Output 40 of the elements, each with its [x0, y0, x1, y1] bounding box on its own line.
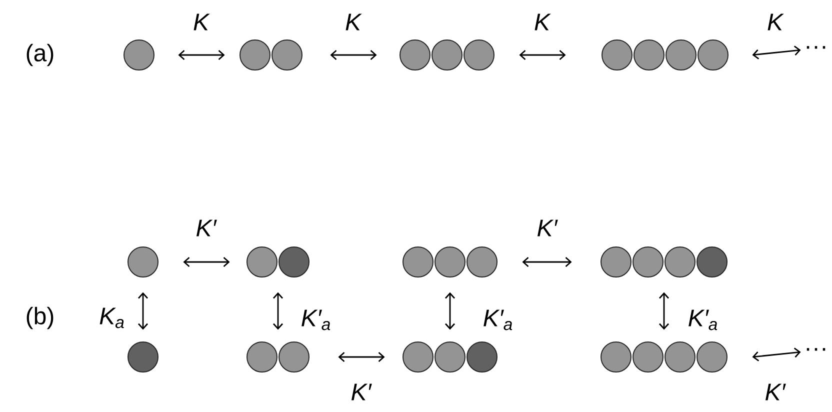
edge-label: K′	[352, 384, 372, 400]
equilibrium-arrow	[338, 352, 385, 362]
edge-label: K′	[196, 220, 217, 236]
edge-label: K′$_{a}$	[688, 310, 718, 330]
edge-label: K$_{a}$	[100, 308, 124, 328]
edge-label: K	[194, 14, 210, 30]
particle-chain	[246, 246, 310, 278]
edge-label: K′$_{a}$	[302, 310, 330, 330]
panel-label: (a)	[26, 44, 54, 66]
particle-chain	[400, 40, 494, 70]
ellipsis: ···	[806, 348, 826, 351]
particle-chain	[128, 246, 158, 278]
equilibrium-arrow	[272, 292, 284, 330]
panel-label: (b)	[26, 306, 54, 330]
particle-chain	[402, 246, 498, 278]
equilibrium-arrow	[522, 256, 572, 268]
equilibrium-arrow	[752, 348, 801, 362]
particle-chain	[402, 342, 498, 372]
edge-label: K′$_{a}$	[484, 310, 512, 330]
equilibrium-arrow	[752, 46, 801, 60]
particle-chain	[240, 40, 302, 70]
equilibrium-arrow	[138, 292, 148, 330]
equilibrium-arrow	[330, 50, 377, 60]
particle-chain	[600, 246, 728, 278]
equilibrium-arrow	[178, 50, 225, 60]
edge-label: K′	[766, 384, 786, 400]
particle-chain	[128, 342, 158, 372]
particle-chain	[600, 342, 728, 372]
particle-chain	[246, 342, 310, 372]
edge-label: K′	[538, 220, 558, 236]
particle-chain	[602, 40, 728, 70]
edge-label: K	[768, 14, 784, 30]
equilibrium-arrow	[658, 292, 670, 330]
equilibrium-arrow	[519, 50, 566, 60]
ellipsis: ···	[806, 46, 826, 49]
equilibrium-arrow	[444, 292, 456, 330]
particle-chain	[124, 40, 154, 70]
equilibrium-arrow	[183, 256, 230, 268]
edge-label: K	[346, 14, 362, 30]
edge-label: K	[534, 14, 551, 30]
